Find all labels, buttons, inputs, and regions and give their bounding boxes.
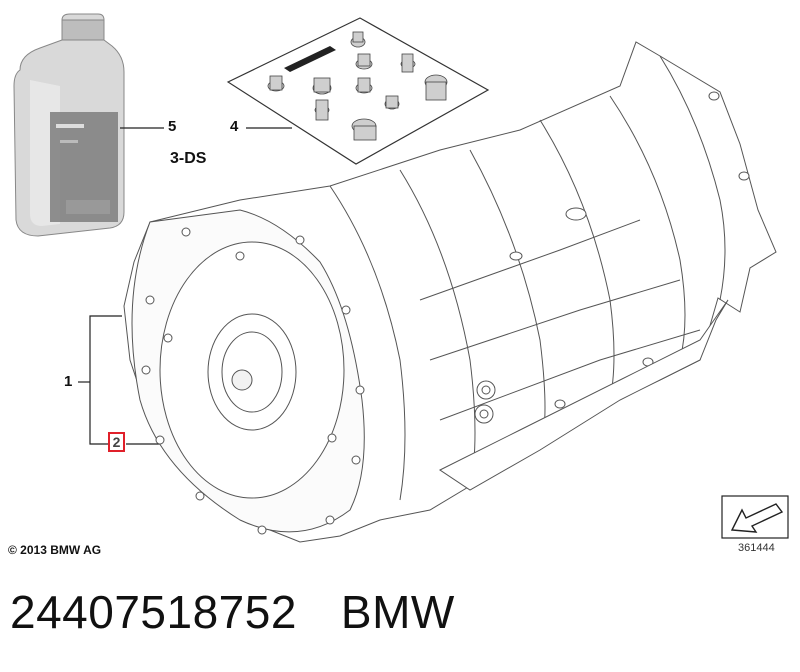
transmission-illustration (123, 41, 777, 543)
callout-variant-label: 3-DS (170, 150, 207, 167)
oil-bottle-illustration (13, 13, 125, 237)
callout-item-5: 5 (168, 118, 177, 135)
callout-item-1: 1 (64, 373, 73, 390)
brand-name: BMW (340, 586, 455, 638)
callout-item-4: 4 (230, 118, 239, 135)
bolt-kit-illustration (226, 17, 490, 165)
view-direction-icon (721, 495, 789, 539)
part-number: 24407518752 (10, 586, 297, 638)
part-caption: 24407518752 BMW (10, 585, 455, 639)
callout-item-2-highlighted[interactable]: 2 (108, 432, 125, 452)
copyright-text: © 2013 BMW AG (8, 543, 102, 557)
diagram-number: 361444 (738, 542, 775, 554)
